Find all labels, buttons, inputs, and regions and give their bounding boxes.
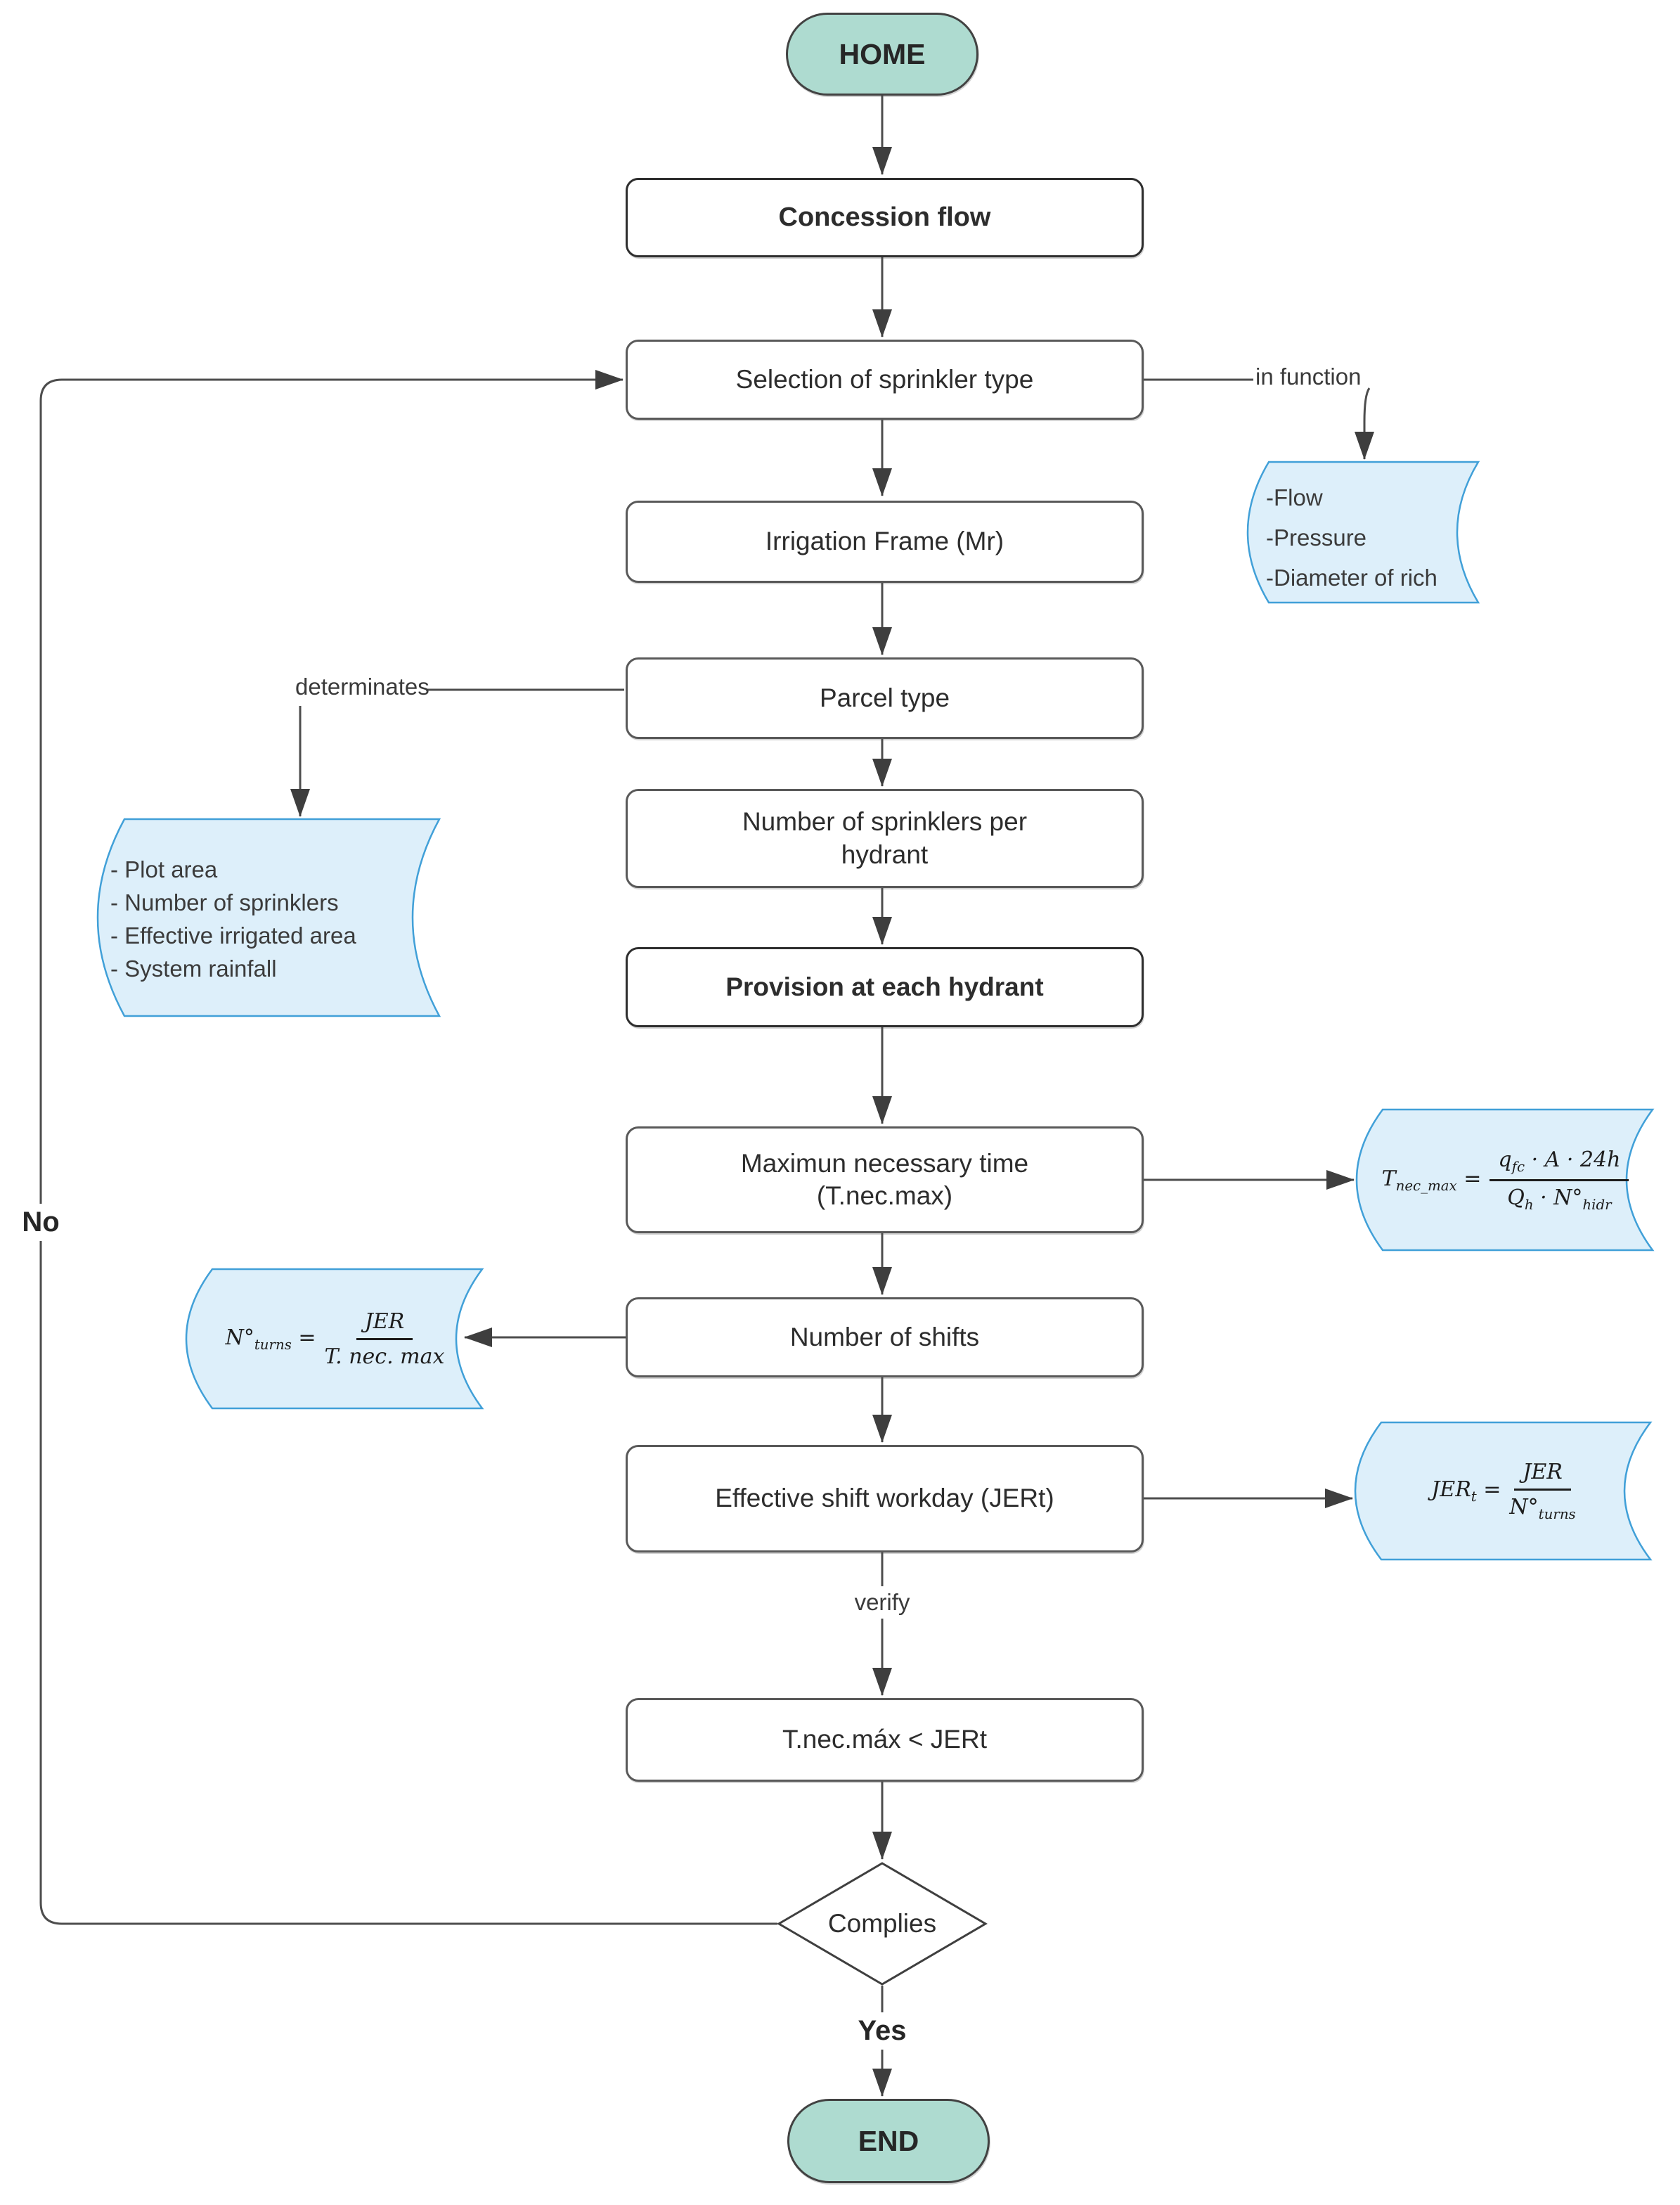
store-formula-jert: JERt = JER N°turns: [1354, 1421, 1653, 1561]
decision-complies: Complies: [777, 1862, 988, 1986]
diamond-shape: [777, 1862, 988, 1986]
node-selection-sprinkler-type: Selection of sprinkler type: [626, 340, 1144, 420]
store-item: - Number of sprinklers: [110, 889, 339, 915]
formula-fraction: JER N°turns: [1509, 1460, 1575, 1522]
stored-data-shape: [185, 1268, 484, 1410]
node-home: HOME: [786, 13, 978, 96]
label-determinates: determinates: [295, 674, 429, 700]
store-item: - Effective irrigated area: [110, 922, 356, 949]
formula-lhs: N°turns =: [225, 1325, 316, 1353]
store-formula-tnec-max: Tnec_max = qfc · A · 24h Qh · N°hidr: [1355, 1108, 1655, 1252]
formula-numerator: qfc · A · 24h: [1490, 1148, 1629, 1181]
store-item: -Diameter of rich: [1266, 565, 1437, 591]
formula-lhs: JERt =: [1431, 1477, 1501, 1505]
node-provision-label: Provision at each hydrant: [725, 972, 1044, 1001]
store-item: - System rainfall: [110, 956, 277, 982]
node-check-label: T.nec.máx < JERt: [782, 1725, 987, 1754]
store-sprinkler-params: -Flow -Pressure -Diameter of rich: [1246, 461, 1480, 604]
node-max-time-label: Maximun necessary time (T.nec.max): [740, 1148, 1029, 1210]
label-no: No: [6, 1204, 76, 1241]
label-verify: verify: [826, 1586, 938, 1619]
store-formula-nturns: N°turns = JER T. nec. max: [185, 1268, 484, 1410]
formula-numerator: JER: [1514, 1460, 1571, 1491]
node-concession-flow: Concession flow: [626, 178, 1144, 257]
node-irrigation-frame: Irrigation Frame (Mr): [626, 501, 1144, 583]
node-jert-label: Effective shift workday (JERt): [715, 1484, 1054, 1513]
stored-data-shape: [96, 818, 441, 1017]
store-parcel-params: - Plot area - Number of sprinklers - Eff…: [96, 818, 441, 1017]
node-home-label: HOME: [839, 37, 926, 70]
store-item: -Flow: [1266, 484, 1323, 510]
node-max-necessary-time: Maximun necessary time (T.nec.max): [626, 1126, 1144, 1233]
node-end-label: END: [858, 2124, 919, 2157]
node-end: END: [787, 2099, 990, 2183]
store-item: -Pressure: [1266, 525, 1367, 551]
node-parcel-type: Parcel type: [626, 657, 1144, 739]
node-tnecmax-lt-jert: T.nec.máx < JERt: [626, 1698, 1144, 1782]
stored-data-shape: [1354, 1421, 1653, 1561]
node-sprinklers-per-hydrant-label: Number of sprinklers per hydrant: [742, 807, 1028, 869]
stored-data-shape: [1246, 461, 1480, 604]
node-parcel-label: Parcel type: [819, 683, 950, 712]
label-in-function: in function: [1255, 364, 1362, 390]
node-irrigation-label: Irrigation Frame (Mr): [765, 527, 1004, 556]
label-yes: Yes: [833, 2012, 931, 2050]
formula-numerator: JER: [356, 1309, 413, 1340]
formula-denominator: Qh · N°hidr: [1507, 1185, 1612, 1213]
store-item: - Plot area: [110, 856, 218, 882]
node-number-of-shifts: Number of shifts: [626, 1297, 1144, 1377]
node-effective-shift-workday: Effective shift workday (JERt): [626, 1445, 1144, 1552]
decision-complies-label: Complies: [827, 1909, 937, 1938]
formula-fraction: qfc · A · 24h Qh · N°hidr: [1490, 1148, 1629, 1213]
node-concession-flow-label: Concession flow: [778, 202, 991, 232]
formula-lhs: Tnec_max =: [1381, 1166, 1482, 1194]
formula-denominator: T. nec. max: [324, 1344, 445, 1369]
node-provision-hydrant: Provision at each hydrant: [626, 947, 1144, 1027]
node-shifts-label: Number of shifts: [789, 1322, 980, 1351]
formula-denominator: N°turns: [1509, 1495, 1576, 1522]
formula-fraction: JER T. nec. max: [325, 1309, 445, 1369]
node-selection-label: Selection of sprinkler type: [735, 364, 1034, 394]
node-sprinklers-per-hydrant: Number of sprinklers per hydrant: [626, 789, 1144, 888]
